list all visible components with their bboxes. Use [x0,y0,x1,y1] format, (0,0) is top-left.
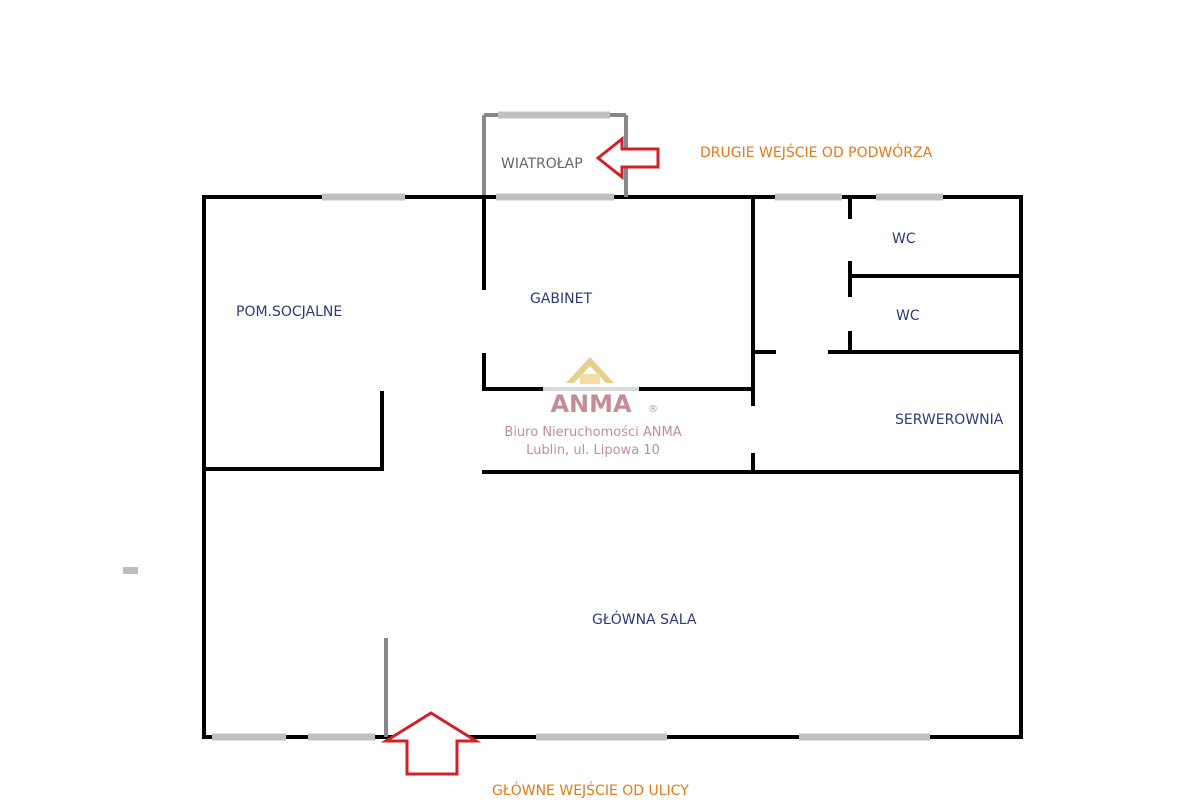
watermark-line1: Biuro Nieruchomości ANMA [504,425,681,440]
house-body-icon [580,374,600,384]
main-entrance-label: GŁÓWNE WEJŚCIE OD ULICY [492,781,689,799]
interior-walls [202,195,1023,737]
watermark: ANMA ® Biuro Nieruchomości ANMA Lublin, … [504,352,682,458]
windows [212,193,943,741]
room-label-gabinet: GABINET [530,291,592,307]
scale-mark [123,567,138,574]
room-label-wc-2: WC [896,308,920,324]
left-arrow-icon [595,135,660,181]
room-label-wc-1: WC [892,231,916,247]
watermark-logo: ANMA [550,390,632,418]
room-label-wiatrolap: WIATROŁAP [501,156,583,172]
watermark-registered: ® [648,404,658,415]
room-labels: WIATROŁAP POM.SOCJALNE GABINET WC WC SER… [236,156,1004,628]
room-label-glowna-sala: GŁÓWNA SALA [592,610,697,628]
second-entrance-label: DRUGIE WEJŚCIE OD PODWÓRZA [700,143,933,161]
room-label-pom-socjalne: POM.SOCJALNE [236,304,342,320]
up-arrow-icon [380,711,482,776]
watermark-line2: Lublin, ul. Lipowa 10 [526,443,660,458]
room-label-serwerownia: SERWEROWNIA [895,412,1004,428]
house-roof-icon [566,357,614,383]
